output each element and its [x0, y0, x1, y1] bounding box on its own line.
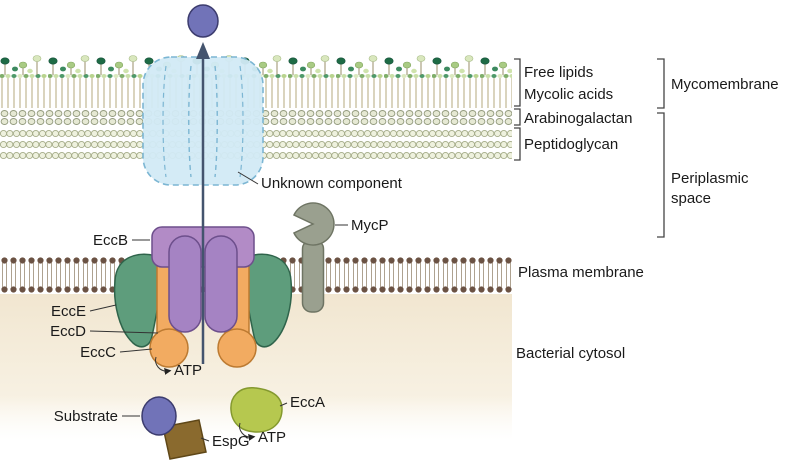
unknown-component-leader: [237, 171, 259, 185]
substrate-label: Substrate: [54, 408, 118, 425]
esx-membrane-complex: [113, 226, 293, 368]
atp-ecca-label: ATP: [258, 429, 286, 446]
atp-eccc-label: ATP: [174, 362, 202, 379]
mycolic-acids-label: Mycolic acids: [524, 86, 613, 103]
mycp-label: MycP: [351, 217, 389, 234]
plasma-membrane-label: Plasma membrane: [518, 264, 644, 281]
atp-arrow-eccc: [155, 356, 172, 375]
arabinogalactan-label: Arabinogalactan: [524, 110, 632, 127]
espg-chaperone: [162, 419, 207, 460]
mycp-pacman: [292, 202, 335, 246]
mycomembrane-label: Mycomembrane: [671, 76, 779, 93]
mycomembrane-bracket: [657, 58, 665, 109]
eccc-leader: [119, 348, 153, 353]
bacterial-cytosol-label: Bacterial cytosol: [516, 345, 625, 362]
secretion-arrow: [196, 42, 210, 364]
mycp-stem: [301, 239, 325, 313]
eccd-leader: [89, 330, 159, 334]
eccd-label: EccD: [50, 323, 86, 340]
espg-leader: [200, 437, 210, 442]
ecca-atpase: [230, 387, 283, 433]
eccb-channel-right: [204, 235, 238, 333]
free-lipids-mycolic-bracket: [514, 58, 521, 107]
eccc-atpase-right: [217, 328, 257, 368]
ecce-leader: [89, 304, 117, 312]
eccc-atpase-left: [149, 328, 189, 368]
atp-arrow-ecca: [239, 422, 256, 441]
eccc-label: EccC: [80, 344, 116, 361]
ecca-label: EccA: [290, 394, 325, 411]
ecce-label: EccE: [51, 303, 86, 320]
unknown-component-label: Unknown component: [261, 175, 403, 192]
espg-label: EspG: [212, 433, 250, 450]
peptidoglycan-bracket: [514, 127, 521, 161]
eccb-channel-left: [168, 235, 202, 333]
mycp-protease: [292, 202, 335, 313]
peptidoglycan-label: Peptidoglycan: [524, 136, 618, 153]
secreted-substrate: [187, 4, 219, 38]
periplasmic-space-label-line2: space: [671, 190, 711, 207]
periplasmic-space-bracket: [657, 112, 665, 238]
arabinogalactan-bracket: [514, 108, 521, 126]
ecca-leader: [279, 402, 288, 407]
free-lipids-label: Free lipids: [524, 64, 593, 81]
eccb-label: EccB: [93, 232, 128, 249]
periplasmic-space-label-line1: Periplasmic: [671, 170, 749, 187]
substrate: [141, 396, 177, 436]
